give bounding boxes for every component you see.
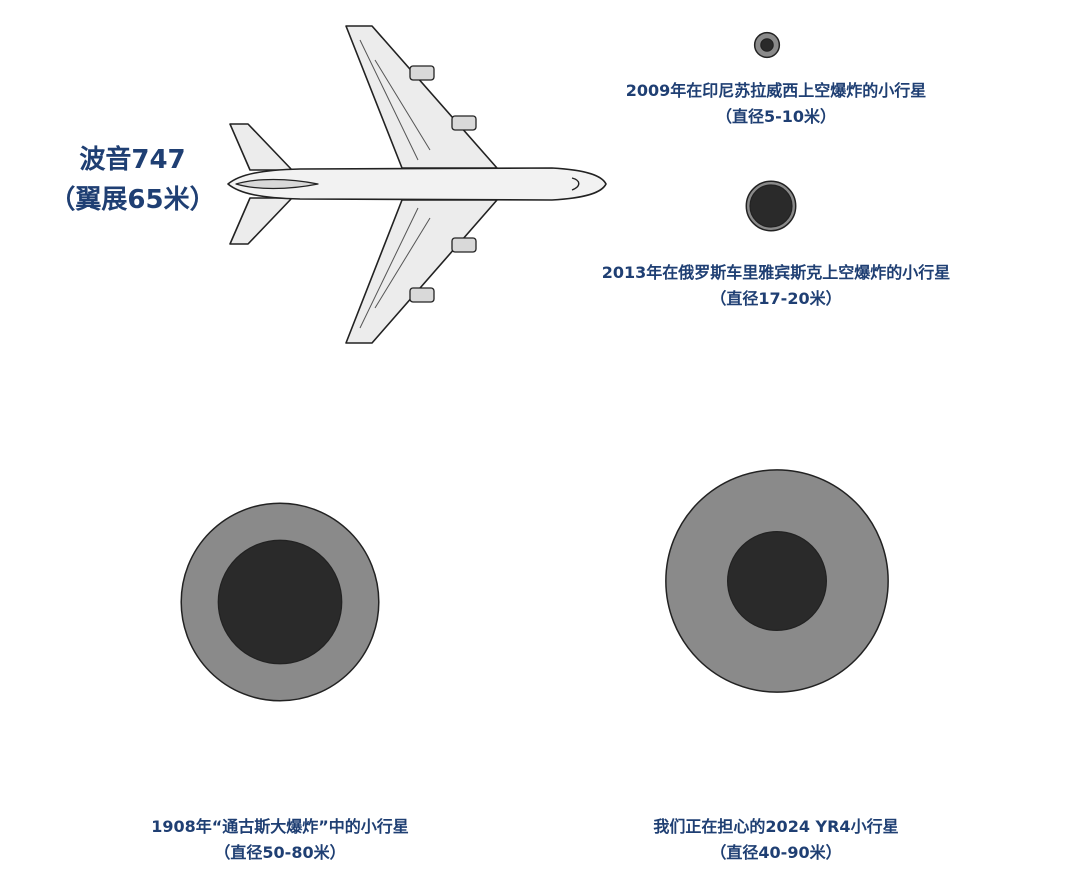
asteroid-circles [180,31,889,702]
asteroid-2013 [745,180,797,232]
plane-upper-stabilizer [229,123,293,171]
asteroid-label-2009: 2009年在印尼苏拉威西上空爆炸的小行星 （直径5-10米） [576,78,976,130]
plane-label: 波音747 （翼展65米） [40,140,225,220]
asteroid-size-note: （直径50-80米） [214,843,346,862]
asteroid-min-diameter-circle [726,530,827,631]
boeing-747-illustration [227,25,607,344]
plane-lower-stabilizer [229,197,293,245]
plane-cockpit [571,177,580,191]
asteroid-1908 [180,502,380,702]
asteroid-label-2024yr4: 我们正在担心的2024 YR4小行星 （直径40-90米） [576,814,976,866]
asteroid-title: 2013年在俄罗斯车里雅宾斯克上空爆炸的小行星 [601,263,951,282]
asteroid-min-diameter-circle [749,184,793,228]
plane-lower-wing [345,199,498,344]
asteroid-min-diameter-circle [760,38,774,52]
asteroid-size-note: （直径5-10米） [715,107,837,126]
plane-wing-details [359,39,431,329]
plane-span-note: （翼展65米） [49,185,216,215]
plane-name: 波音747 [79,145,186,175]
asteroid-size-note: （直径17-20米） [710,289,842,308]
asteroid-title: 1908年“通古斯大爆炸”中的小行星 [151,817,409,836]
asteroid-2009 [753,31,781,59]
asteroid-label-1908: 1908年“通古斯大爆炸”中的小行星 （直径50-80米） [80,814,480,866]
asteroid-title: 2009年在印尼苏拉威西上空爆炸的小行星 [625,81,927,100]
plane-upper-wing [345,25,498,169]
asteroid-label-2013: 2013年在俄罗斯车里雅宾斯克上空爆炸的小行星 （直径17-20米） [576,260,976,312]
plane-tail-fin [235,178,319,190]
asteroid-title: 我们正在担心的2024 YR4小行星 [653,817,899,836]
asteroid-size-note: （直径40-90米） [710,843,842,862]
asteroid-min-diameter-circle [217,539,343,665]
plane-fuselage [227,167,607,201]
asteroid-2024yr4 [665,469,889,693]
plane-engines [409,65,477,303]
